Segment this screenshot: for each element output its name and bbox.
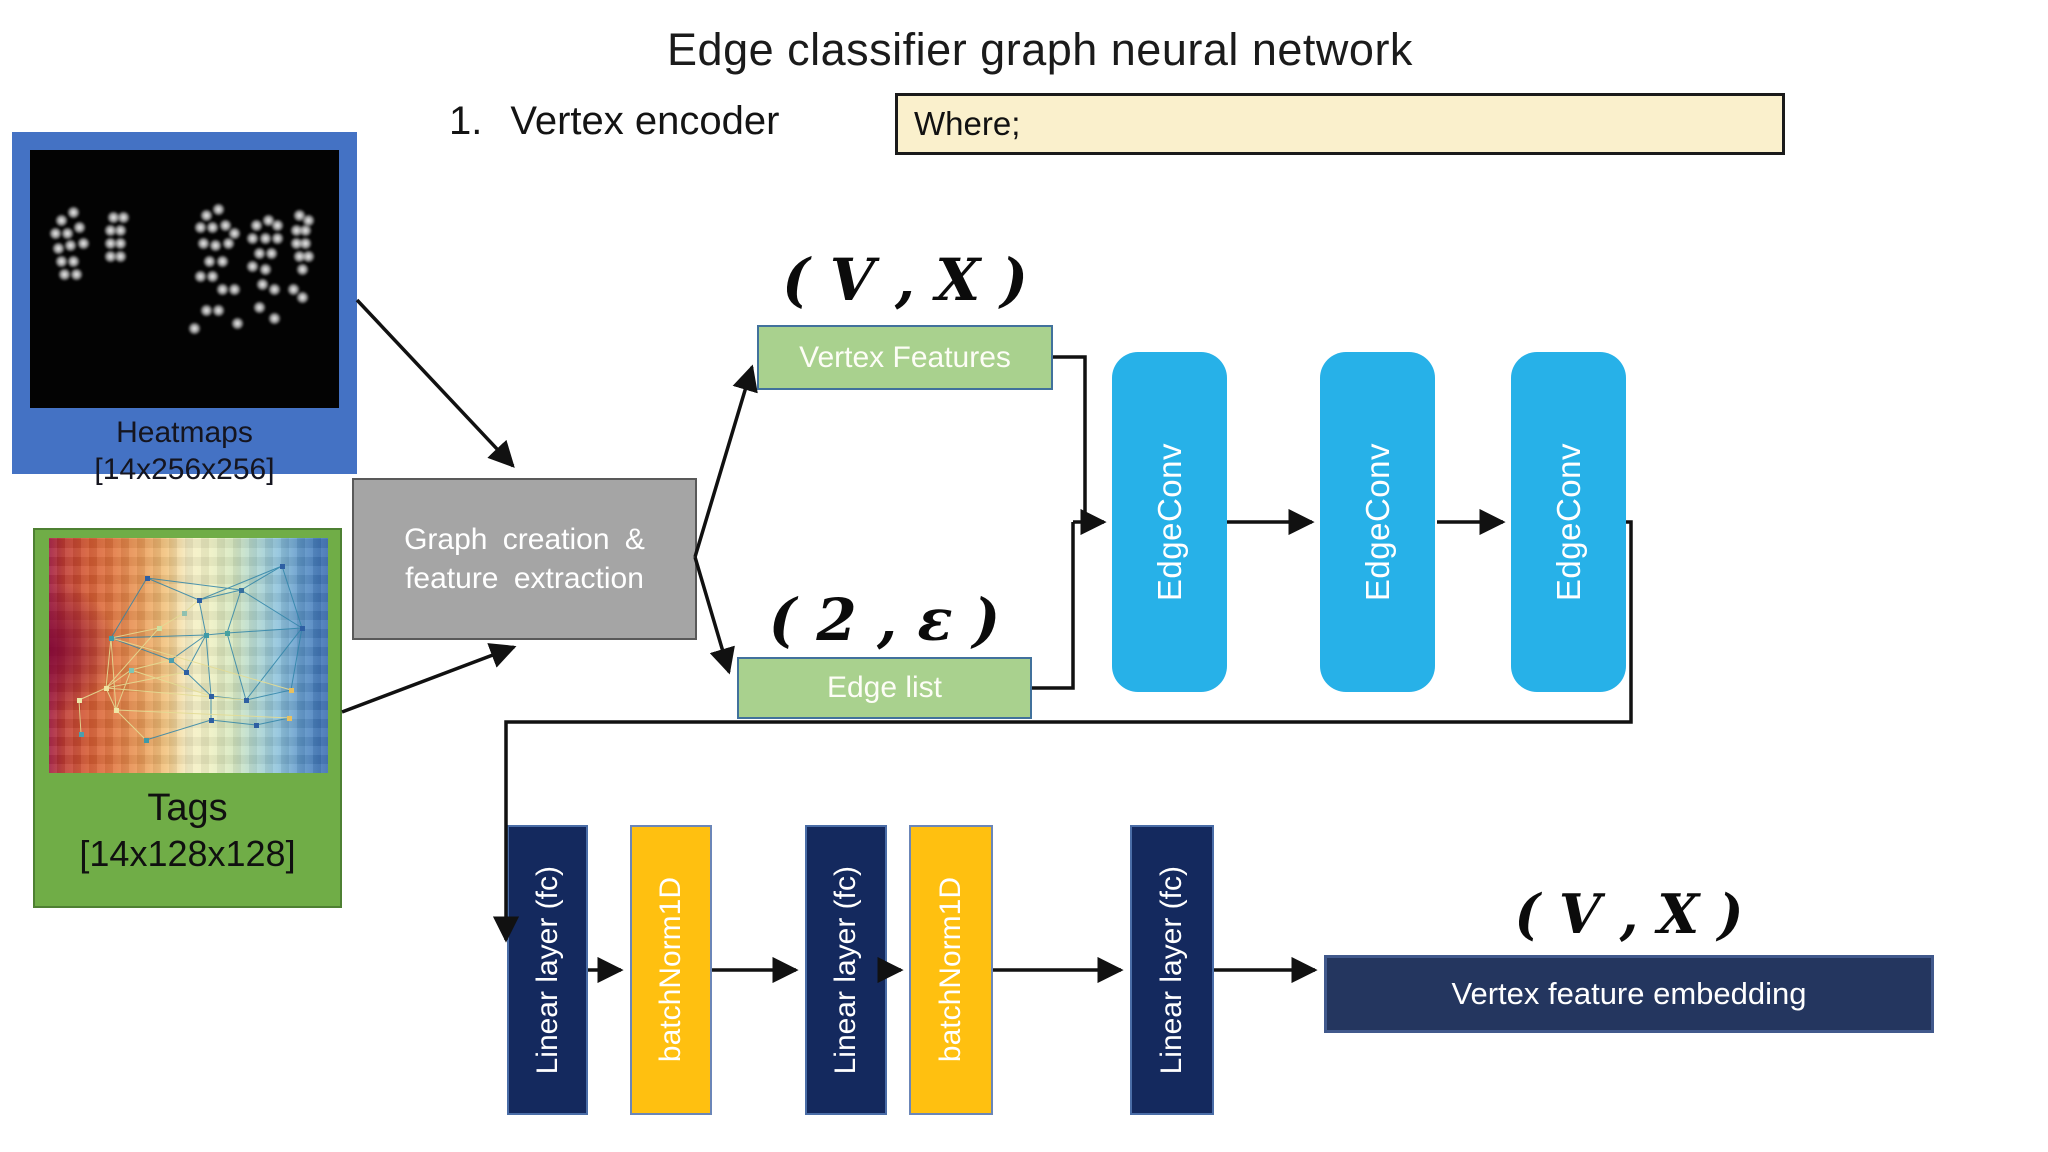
page-title: Edge classifier graph neural network bbox=[667, 24, 1413, 75]
connector-vertex-features-to-junction bbox=[1053, 355, 1087, 522]
where-callout-box: Where; bbox=[895, 93, 1785, 155]
edge-list-box: Edge list bbox=[737, 657, 1032, 719]
where-label: Where; bbox=[914, 105, 1021, 142]
connector-edge-list-to-junction bbox=[1032, 522, 1075, 690]
tags-caption: Tags [14x128x128] bbox=[35, 785, 340, 877]
section-number: 1. bbox=[449, 99, 483, 143]
linear-layer-1-label: Linear layer (fc) bbox=[530, 865, 564, 1075]
edgeconv-block-1: EdgeConv bbox=[1112, 352, 1227, 692]
linear-layer-block-2: Linear layer (fc) bbox=[805, 825, 887, 1115]
edgeconv-block-2: EdgeConv bbox=[1320, 352, 1435, 692]
batchnorm-1-label: batchNorm1D bbox=[654, 877, 687, 1063]
vertex-features-label: Vertex Features bbox=[799, 340, 1011, 374]
section-label: Vertex encoder bbox=[510, 99, 780, 143]
heatmaps-image bbox=[30, 150, 339, 408]
heatmaps-caption: Heatmaps [14x256x256] bbox=[12, 414, 357, 488]
tags-caption-line2: [14x128x128] bbox=[79, 833, 296, 874]
edgeconv-2-label: EdgeConv bbox=[1358, 442, 1396, 602]
heatmaps-caption-line2: [14x256x256] bbox=[94, 453, 275, 486]
vertex-feature-embedding-box: Vertex feature embedding bbox=[1324, 955, 1934, 1033]
graph-creation-box: Graph creation & feature extraction bbox=[352, 478, 697, 640]
linear-layer-2-label: Linear layer (fc) bbox=[829, 865, 862, 1075]
section-heading: 1. Vertex encoder bbox=[449, 99, 779, 144]
heatmaps-input-card: Heatmaps [14x256x256] bbox=[12, 132, 357, 486]
linear-layer-3-label: Linear layer (fc) bbox=[1155, 865, 1188, 1075]
edge-list-math-label: ( 2 , ε ) bbox=[768, 586, 1001, 654]
tags-network-graphic bbox=[77, 564, 305, 743]
batchnorm-block-2: batchNorm1D bbox=[909, 825, 993, 1115]
heatmaps-caption-line1: Heatmaps bbox=[116, 416, 253, 449]
vertex-features-box: Vertex Features bbox=[757, 325, 1053, 390]
edgeconv-1-label: EdgeConv bbox=[1150, 442, 1188, 602]
vertex-feature-embedding-label: Vertex feature embedding bbox=[1451, 976, 1807, 1011]
linear-layer-block-1: Linear layer (fc) bbox=[507, 825, 588, 1115]
edgeconv-3-label: EdgeConv bbox=[1549, 442, 1587, 602]
linear-layer-block-3: Linear layer (fc) bbox=[1130, 825, 1214, 1115]
heatmaps-dot-layer bbox=[30, 150, 339, 408]
arrow-graph-creation-to-edge-list bbox=[693, 556, 735, 675]
arrow-heatmaps-to-graph-creation bbox=[355, 298, 515, 468]
edge-list-label: Edge list bbox=[826, 671, 943, 704]
batchnorm-2-label: batchNorm1D bbox=[934, 877, 967, 1063]
graph-creation-line1: Graph creation & bbox=[404, 523, 645, 556]
tags-input-card: Tags [14x128x128] bbox=[33, 528, 342, 908]
arrow-graph-creation-to-vertex-features bbox=[693, 364, 758, 558]
tags-image bbox=[49, 538, 328, 773]
tags-network-nodes bbox=[77, 564, 305, 743]
embedding-math-label: ( V , X ) bbox=[1514, 882, 1744, 946]
edgeconv-block-3: EdgeConv bbox=[1511, 352, 1626, 692]
arrow-tags-to-graph-creation bbox=[341, 643, 517, 714]
graph-creation-line2: feature extraction bbox=[405, 562, 644, 595]
tags-caption-line1: Tags bbox=[147, 787, 228, 829]
vertex-features-math-label: ( V , X ) bbox=[782, 246, 1028, 314]
batchnorm-block-1: batchNorm1D bbox=[630, 825, 712, 1115]
